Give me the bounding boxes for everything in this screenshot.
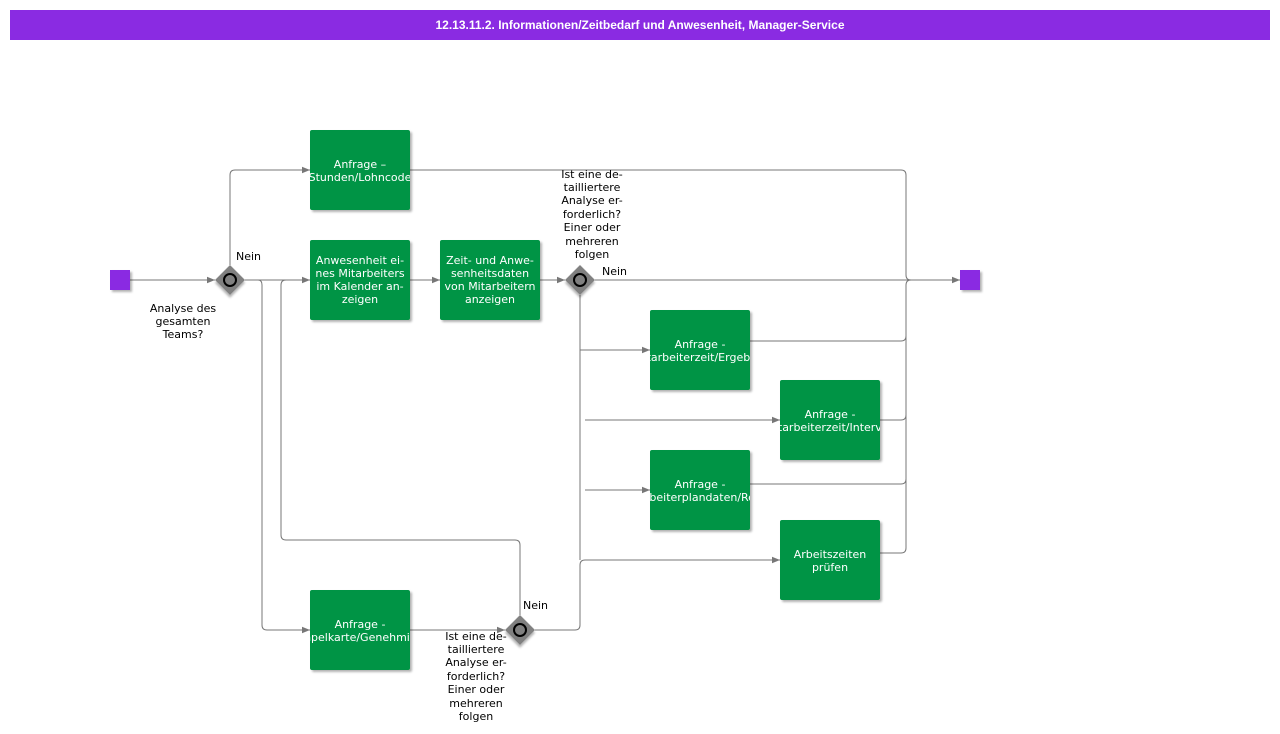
label-line: tailliertere <box>448 643 505 656</box>
task-label-line: Mitarbeiterzeit/Intervall <box>765 421 894 434</box>
task-label-line: Anfrage - <box>335 618 386 631</box>
diagram-title: 12.13.11.2. Informationen/Zeitbedarf und… <box>10 10 1270 40</box>
task-label-line: Mitarbeiterzeit/Ergebnis <box>634 351 766 364</box>
label-line: folgen <box>459 710 493 723</box>
label-line: Teams? <box>162 328 204 341</box>
task-label-line: im Kalender an- <box>316 280 403 293</box>
task-anwesenheit-mitarbeiter-kalender[interactable]: Anwesenheit ei- nes Mitarbeiters im Kale… <box>310 240 410 320</box>
flow-g3-to-join <box>535 559 586 631</box>
task-label-line: senheitsdaten <box>451 267 529 280</box>
flow-g1-to-t8 <box>257 279 310 634</box>
gateway-team-analysis-question: Analyse des gesamten Teams? <box>150 302 217 341</box>
gateway-detail-analysis-branch-label: Nein <box>602 265 627 278</box>
flow-t1-to-merge <box>410 169 912 281</box>
label-line: Ist eine de- <box>561 168 623 181</box>
gateway-team-analysis-branch-label: Nein <box>236 250 261 263</box>
task-label-line: anzeigen <box>465 293 515 306</box>
gateway-detail-analysis-question: Ist eine de- tailliertere Analyse er- fo… <box>561 168 623 261</box>
flow-g1-to-t1 <box>229 166 310 265</box>
flow-t4-to-merge <box>750 335 907 342</box>
label-line: Einer oder <box>448 683 505 696</box>
task-label-line: Arbeitszeiten <box>794 548 867 561</box>
label-line: forderlich? <box>563 208 621 221</box>
task-label-line: Mitarbeiterplandaten/Regeln <box>621 491 778 504</box>
gateway-detail-analysis-lower-branch-label: Nein <box>523 599 548 612</box>
gateway-detail-analysis-lower <box>505 615 535 645</box>
task-anfrage-mitarbeiterplandaten-regeln[interactable]: Anfrage - Mitarbeiterplandaten/Regeln <box>621 450 778 530</box>
flow-t7-to-merge <box>880 279 912 554</box>
label-line: tailliertere <box>564 181 621 194</box>
task-label-line: nes Mitarbeiters <box>315 267 404 280</box>
task-label-line: prüfen <box>812 561 848 574</box>
label-line: Ist eine de- <box>445 630 507 643</box>
task-label-line: von Mitarbeitern <box>444 280 535 293</box>
end-event <box>960 270 980 290</box>
task-label-line: Anfrage – <box>334 158 386 171</box>
gateway-detail-analysis-lower-question: Ist eine de- tailliertere Analyse er- fo… <box>445 630 507 723</box>
flow-g3-loop-to-t2 <box>280 279 521 615</box>
label-line: Analyse des <box>150 302 217 315</box>
task-anfrage-stunden-lohncode[interactable]: Anfrage – Stunden/Lohncode <box>309 130 412 210</box>
task-label-line: Anfrage - <box>675 478 726 491</box>
task-label-line: zeigen <box>342 293 378 306</box>
label-line: Einer oder <box>564 221 621 234</box>
label-line: gesamten <box>156 315 211 328</box>
sequence-flows <box>130 166 960 634</box>
task-zeit-anwesenheitsdaten[interactable]: Zeit- und Anwe- senheitsdaten von Mitarb… <box>440 240 540 320</box>
gateway-team-analysis <box>215 265 245 295</box>
label-line: Analyse er- <box>445 656 506 669</box>
task-anfrage-stempelkarte-genehmigung[interactable]: Anfrage - Stempelkarte/Genehmigung <box>282 590 438 670</box>
label-line: folgen <box>575 248 609 261</box>
task-label-line: Anfrage - <box>805 408 856 421</box>
task-anfrage-mitarbeiterzeit-intervall[interactable]: Anfrage - Mitarbeiterzeit/Intervall <box>765 380 894 460</box>
task-label-line: Stempelkarte/Genehmigung <box>282 631 438 644</box>
task-label-line: Anfrage - <box>675 338 726 351</box>
flow-t5-to-merge <box>880 414 907 421</box>
task-arbeitszeiten-pruefen[interactable]: Arbeitszeiten prüfen <box>780 520 880 600</box>
label-line: Analyse er- <box>561 194 622 207</box>
task-label-line: Anwesenheit ei- <box>316 254 404 267</box>
label-line: mehreren <box>565 235 619 248</box>
label-line: forderlich? <box>447 670 505 683</box>
gateway-detail-analysis <box>565 265 595 295</box>
label-line: mehreren <box>449 697 503 710</box>
flow-t6-to-merge <box>750 478 907 485</box>
task-anfrage-mitarbeiterzeit-ergebnis[interactable]: Anfrage - Mitarbeiterzeit/Ergebnis <box>634 310 766 390</box>
start-event <box>110 270 130 290</box>
task-label-line: Stunden/Lohncode <box>309 171 412 184</box>
task-label-line: Zeit- und Anwe- <box>446 254 534 267</box>
